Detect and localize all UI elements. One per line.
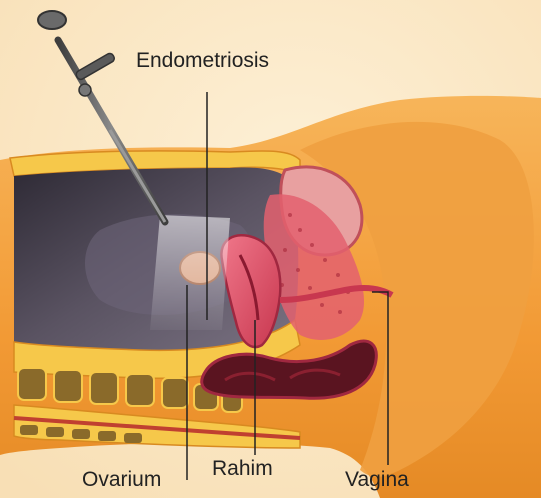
label-rahim: Rahim	[212, 458, 273, 479]
label-ovarium: Ovarium	[82, 469, 161, 490]
light-beam	[150, 215, 230, 330]
label-vagina: Vagina	[345, 469, 409, 490]
label-endometriosis: Endometriosis	[136, 50, 269, 71]
